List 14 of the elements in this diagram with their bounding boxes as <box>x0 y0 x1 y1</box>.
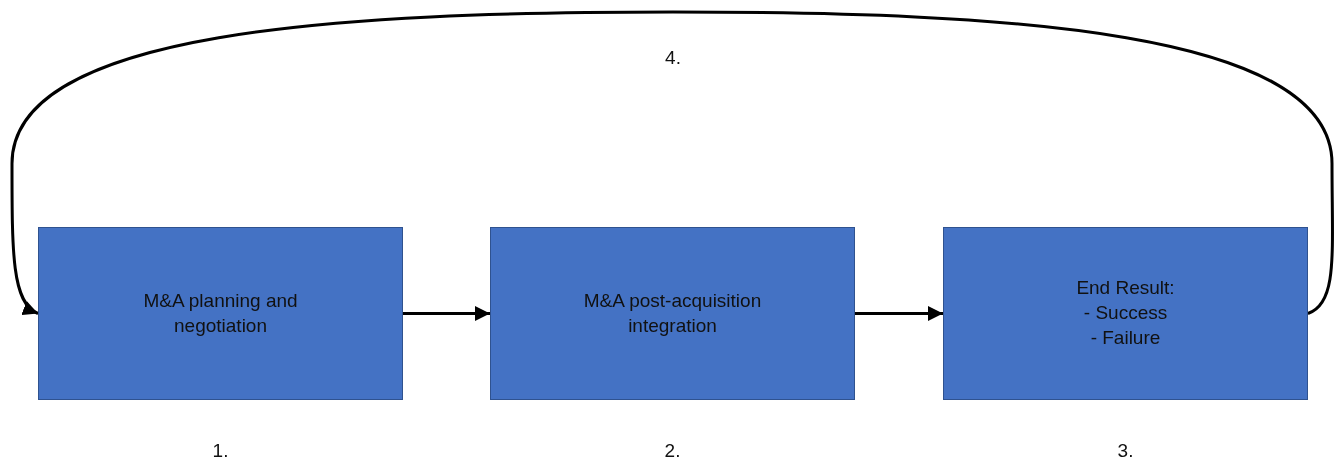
step-number: 1. <box>212 440 229 462</box>
arrow <box>855 306 943 321</box>
arrow <box>403 306 490 321</box>
box-text: - Failure <box>1090 325 1161 350</box>
box-text: M&A post-acquisition integration <box>582 288 763 338</box>
box-text: End Result: <box>1076 276 1175 301</box>
process-box <box>490 227 855 400</box>
box-text: M&A planning and negotiation <box>142 288 299 338</box>
process-box <box>943 227 1308 400</box>
step-number: 2. <box>664 440 681 462</box>
box-text: - Success <box>1083 301 1168 326</box>
process-box <box>38 227 403 400</box>
step-number: 3. <box>1117 440 1134 462</box>
arrow <box>10 10 1334 315</box>
